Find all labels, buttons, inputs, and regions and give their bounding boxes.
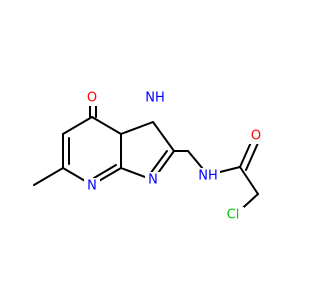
bond-n8-n1 bbox=[120, 121, 154, 135]
atom-label-cl: Cl bbox=[227, 208, 240, 223]
atom-n1h: NH bbox=[144, 90, 168, 106]
bond-c2-n3-double bbox=[149, 150, 168, 175]
bonds bbox=[33, 103, 259, 216]
bond-c5-methyl bbox=[33, 167, 64, 186]
bond-camide-o-double bbox=[245, 142, 259, 171]
atom-o-amide: O bbox=[248, 128, 264, 144]
atom-label-n-amide: NH bbox=[198, 169, 218, 184]
atom-o-carbonyl: O bbox=[84, 90, 100, 106]
atom-label-o: O bbox=[87, 91, 97, 106]
atom-n4: N bbox=[84, 178, 100, 194]
molecule-structure: O NH N N NH O Cl bbox=[33, 90, 264, 223]
atom-cl: Cl bbox=[222, 207, 244, 223]
bond-n4-c3a-double bbox=[93, 164, 117, 179]
bond-c7-c6 bbox=[62, 116, 93, 135]
atom-label-n4: N bbox=[87, 179, 97, 194]
atom-n-amide: NH bbox=[196, 168, 220, 184]
bond-n8-c7 bbox=[91, 116, 122, 135]
bond-camide-o bbox=[239, 139, 253, 168]
atom-label-n3: N bbox=[148, 173, 158, 188]
bond-n1-c2 bbox=[152, 121, 175, 152]
atom-n3: N bbox=[145, 172, 161, 188]
atom-labels: O NH N N NH O Cl bbox=[84, 90, 264, 223]
bond-camide-ch2cl bbox=[239, 166, 259, 195]
atom-label-nh: NH bbox=[145, 91, 165, 106]
atom-label-o-amide: O bbox=[251, 129, 261, 144]
